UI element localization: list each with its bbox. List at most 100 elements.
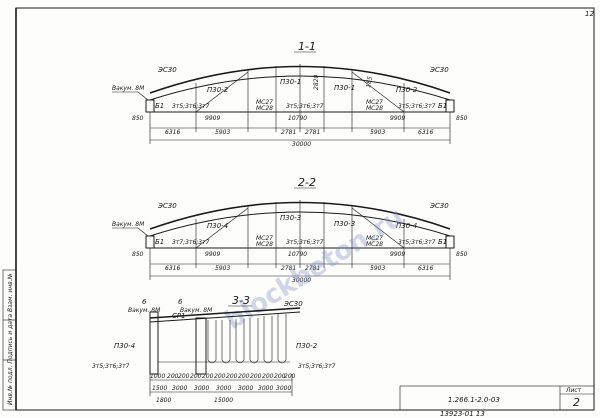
label-p30-2-3: П30-2 xyxy=(296,342,318,350)
label-3t-right: 3т5;3т6;3т7 xyxy=(398,103,436,110)
label-es30-left: ЭС30 xyxy=(157,66,177,74)
label-mc28-left-2: МС28 xyxy=(256,241,273,248)
label-3t-right-3: 3т5;3т6;3т7 xyxy=(298,363,336,370)
label-6316-left-2: 6316 xyxy=(165,265,180,272)
span-bottom-1: 3000 xyxy=(172,385,187,392)
label-es30-right-2: ЭС30 xyxy=(429,202,449,210)
label-30000-2: 30000 xyxy=(292,277,311,284)
span-top-8: 200 xyxy=(250,373,262,380)
label-vakum: Вакум. 8М xyxy=(112,85,145,92)
label-9909-right: 9909 xyxy=(390,115,405,122)
label-9909-left: 9909 xyxy=(205,115,220,122)
label-2781-right: 2781 xyxy=(305,129,320,136)
section-2-2: 2-2 ЭС30 ЭС30 Вакум. 8М Б1 Б1 П30-4 xyxy=(112,176,468,284)
label-p30-3-mid: П30-3 xyxy=(280,214,301,222)
span-top-6: 200 xyxy=(226,373,238,380)
span-bottom-2: 3000 xyxy=(194,385,209,392)
span-top-11: 200 xyxy=(284,373,296,380)
label-6316-right-2: 6316 xyxy=(418,265,433,272)
label-vakum-left-3: Вакум. 8М xyxy=(128,307,161,314)
label-p30-2-right: П30-2 xyxy=(396,86,418,94)
span-bottom-4: 3000 xyxy=(238,385,253,392)
label-vakum-right-3: Вакум. 8М xyxy=(180,307,213,314)
span-bottom-5: 3000 xyxy=(258,385,273,392)
label-mc27-right: МС27 xyxy=(366,99,383,106)
label-850-right: 850 xyxy=(456,115,468,122)
label-3t-left-3: 3т5;3т6;3т7 xyxy=(92,363,130,370)
section-1-1-title: 1-1 xyxy=(298,40,316,53)
label-es30-right: ЭС30 xyxy=(429,66,449,74)
label-3t-left-2: 3т7;3т6;3т7 xyxy=(172,239,210,246)
label-3t-right-2: 3т5;3т6;3т7 xyxy=(398,239,436,246)
span-bottom-0: 1500 xyxy=(152,385,167,392)
label-6-left: 6 xyxy=(142,298,147,306)
span-top-row: 1000 200 200 200 200 200 200 200 200 200… xyxy=(150,373,296,380)
label-p30-4-3: П30-4 xyxy=(114,342,135,350)
section-2-2-title: 2-2 xyxy=(298,176,316,189)
span-top-3: 200 xyxy=(190,373,202,380)
label-b1-right-2: Б1 xyxy=(438,238,447,246)
label-850-left: 850 xyxy=(132,115,144,122)
label-850-right-2: 850 xyxy=(456,251,468,258)
label-850-left-2: 850 xyxy=(132,251,144,258)
drawing-code: 1.266.1-2.0-03 xyxy=(448,396,500,404)
list-number: 2 xyxy=(573,396,580,409)
span-top-1: 200 xyxy=(167,373,179,380)
label-9909-right-2: 9909 xyxy=(390,251,405,258)
span-top-4: 200 xyxy=(202,373,214,380)
label-vakum-2: Вакум. 8М xyxy=(112,221,145,228)
label-mc27-right-2: МС27 xyxy=(366,235,383,242)
span-bottom-3: 3000 xyxy=(216,385,231,392)
label-mc28-right-2: МС28 xyxy=(366,241,383,248)
page-number: 12 xyxy=(585,10,594,18)
label-b1-right: Б1 xyxy=(438,102,447,110)
label-p30-1-mid: П30-1 xyxy=(280,78,301,86)
column-p30-4 xyxy=(149,311,159,375)
support-left-2 xyxy=(145,235,155,249)
column-cp1 xyxy=(195,317,207,375)
support-left xyxy=(145,99,155,113)
section-3-3-top-beam xyxy=(149,307,301,319)
label-b1-left: Б1 xyxy=(155,102,164,110)
label-p30-4-left: П30-4 xyxy=(207,222,228,230)
span-top-9: 200 xyxy=(262,373,274,380)
label-mc27-left: МС27 xyxy=(256,99,273,106)
label-mc28-left: МС28 xyxy=(256,105,273,112)
label-3t-mid-2: 3т5;3т6;3т7 xyxy=(286,239,324,246)
label-10790: 10790 xyxy=(288,115,307,122)
label-es30-left-2: ЭС30 xyxy=(157,202,177,210)
label-10790-2: 10790 xyxy=(288,251,307,258)
section-3-3-title: 3-3 xyxy=(232,294,250,307)
inventory-number: 13923-01 13 xyxy=(440,410,485,418)
label-5903-left: 5903 xyxy=(215,129,230,136)
span-bottom-row: 1500 3000 3000 3000 3000 3000 3000 xyxy=(152,385,291,392)
label-p30-3-right: П30-3 xyxy=(334,220,355,228)
span-top-0: 1000 xyxy=(150,373,165,380)
section-1-1: 1-1 ЭС30 ЭС30 Вакум. 8М xyxy=(112,40,468,148)
side-stamp-text: Инв.№ подл. Подпись и дата Взам. инв.№ xyxy=(7,273,14,405)
label-mc27-left-2: МС27 xyxy=(256,235,273,242)
label-30000: 30000 xyxy=(292,141,311,148)
label-3t-mid: 3т5;3т6;3т7 xyxy=(286,103,324,110)
label-es30-3: ЭС30 xyxy=(283,300,303,308)
label-1800: 1800 xyxy=(156,397,171,404)
span-top-7: 200 xyxy=(238,373,250,380)
label-185: 185 xyxy=(365,76,374,89)
list-label: Лист xyxy=(565,387,582,394)
section-3-3: 3-3 6 6 Вакум. 8М Вакум. 8М СР1 ЭС30 П30… xyxy=(92,294,336,404)
label-5903-right-2: 5903 xyxy=(370,265,385,272)
label-6-right: 6 xyxy=(178,298,183,306)
label-6316-right: 6316 xyxy=(418,129,433,136)
label-5903-right: 5903 xyxy=(370,129,385,136)
span-top-2: 200 xyxy=(178,373,190,380)
label-2781-left-2: 2781 xyxy=(281,265,296,272)
label-15000: 15000 xyxy=(214,397,233,404)
label-3t-left: 3т5;3т6;3т7 xyxy=(172,103,210,110)
label-2820: 2820 xyxy=(313,75,320,90)
label-p30-2-left: П30-2 xyxy=(207,86,229,94)
span-top-5: 200 xyxy=(214,373,226,380)
span-top-10: 200 xyxy=(274,373,286,380)
label-b1-left-2: Б1 xyxy=(155,238,164,246)
